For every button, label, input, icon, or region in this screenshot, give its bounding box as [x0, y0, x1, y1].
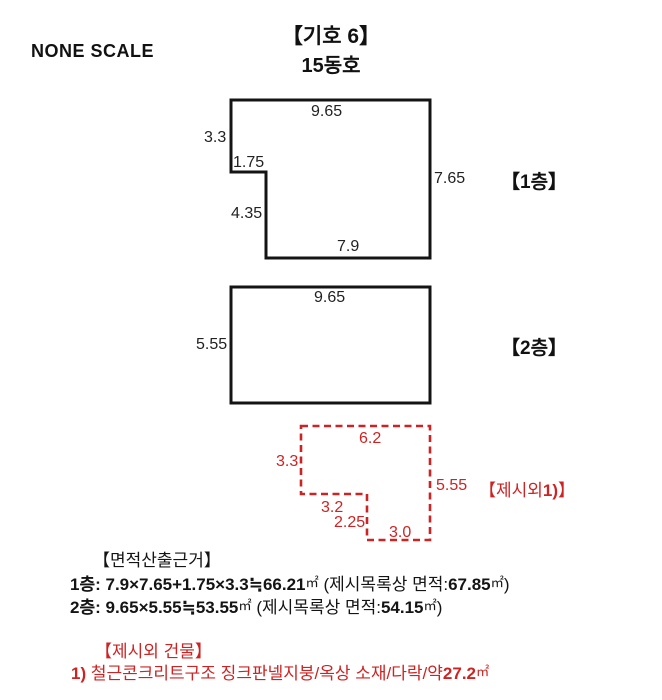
extra-dim-left: 3.3: [276, 453, 299, 470]
extra-building-desc-line: 1) 철근콘크리트구조 징크판넬지붕/옥상 소재/다락/약27.2㎡: [71, 664, 490, 683]
extra-dim-top: 6.2: [359, 430, 382, 447]
floor1-dim-bottom: 7.9: [337, 238, 360, 255]
extra-building-dashed-shape: [299, 424, 432, 542]
extra-dim-step-h: 3.2: [321, 499, 344, 516]
floor1-dim-top: 9.65: [311, 103, 343, 120]
floor1-dim-right: 7.65: [434, 170, 466, 187]
floor2-outline-shape: [229, 285, 432, 405]
floor2-dim-left: 5.55: [196, 336, 228, 353]
area-calc-line-floor2: 2층: 9.65×5.55≒53.55㎡ (제시목록상 면적:54.15㎡): [70, 598, 443, 617]
floor1-outline-shape: [229, 98, 432, 260]
extra-dim-right: 5.55: [436, 477, 468, 494]
extra-building-header: 【제시외 건물】: [95, 642, 212, 661]
floor1-dim-notch: 1.75: [233, 154, 265, 171]
scale-note: NONE SCALE: [31, 41, 155, 61]
floor2-label: 【2층】: [501, 338, 568, 359]
floor2-dim-top: 9.65: [314, 289, 346, 306]
extra-building-ref-label: 【제시외1)】: [479, 481, 576, 500]
floor1-dim-left-lower: 4.35: [231, 205, 263, 222]
floor1-dim-left-upper: 3.3: [204, 129, 227, 146]
area-calc-line-floor1: 1층: 7.9×7.65+1.75×3.3≒66.21㎡ (제시목록상 면적:6…: [70, 575, 510, 594]
page-title: 【기호 6】: [281, 25, 381, 48]
floor1-label: 【1층】: [501, 172, 568, 193]
extra-dim-step-v: 2.25: [334, 514, 366, 531]
extra-dim-bottom: 3.0: [389, 524, 412, 541]
area-calc-header: 【면적산출근거】: [93, 551, 221, 570]
page-subtitle: 15동호: [301, 55, 361, 77]
